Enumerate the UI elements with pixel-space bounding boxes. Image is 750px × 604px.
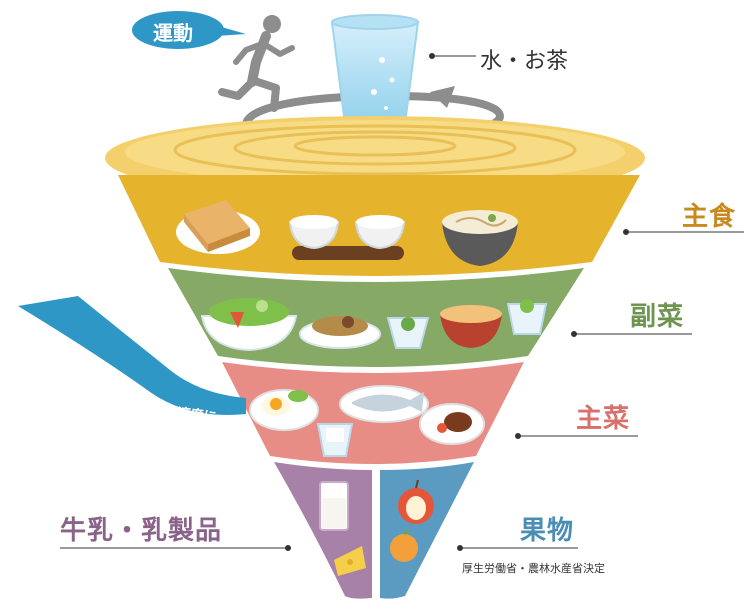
dairy-label: 牛乳・乳製品 — [60, 510, 222, 547]
tofu-cup-icon — [318, 424, 352, 456]
exercise-label: 運動 — [153, 17, 193, 46]
side-dish-label: 副菜 — [630, 296, 684, 333]
small-dish-icon — [388, 317, 428, 348]
source-note: 厚生労働省・農林水産省決定 — [462, 560, 605, 576]
runner-icon — [222, 15, 292, 108]
grilled-fish-icon — [340, 386, 428, 422]
hamburg-steak-icon — [420, 404, 484, 444]
staple-label: 主食 — [682, 196, 736, 233]
fruit-label: 果物 — [520, 510, 574, 547]
milk-glass-icon — [320, 482, 348, 530]
fried-egg-icon — [250, 390, 318, 430]
water-tea-label: 水・お茶 — [480, 43, 568, 75]
side-cup-icon — [508, 299, 546, 334]
fruit-tier — [380, 462, 474, 599]
main-dish-label: 主菜 — [576, 398, 630, 435]
